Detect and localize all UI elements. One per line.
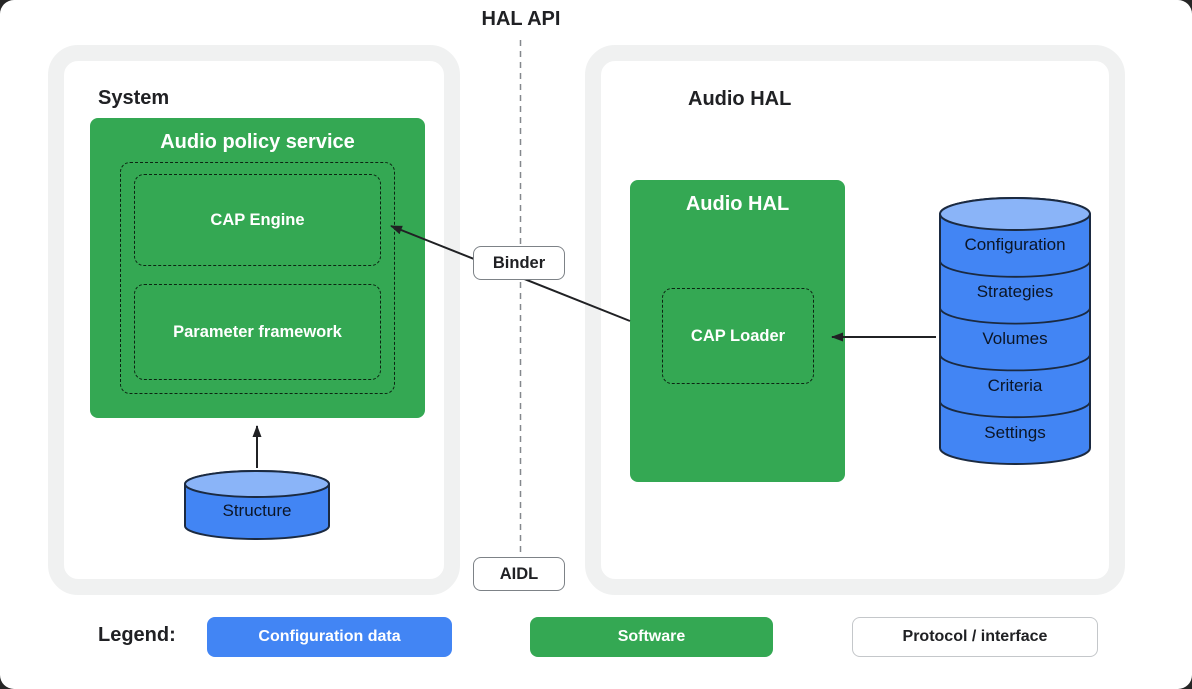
- system-label: System: [98, 87, 170, 109]
- aidl-badge: AIDL: [473, 557, 565, 591]
- db-segment-configuration: Configuration: [964, 235, 1065, 254]
- audio-policy-service-title: Audio policy service: [160, 131, 355, 153]
- config-database-cylinder: Configuration Strategies Volumes Criteri…: [939, 197, 1091, 465]
- legend-protocol-label: Protocol / interface: [902, 628, 1048, 645]
- cap-loader-label: CAP Loader: [690, 326, 786, 345]
- cap-engine-label: CAP Engine: [210, 210, 305, 229]
- db-segment-criteria: Criteria: [988, 376, 1043, 395]
- legend-software-label: Software: [617, 628, 686, 645]
- structure-cylinder: Structure: [184, 470, 330, 540]
- cap-engine-box: CAP Engine: [134, 174, 381, 266]
- parameter-framework-box: Parameter framework: [134, 284, 381, 380]
- legend-config-label: Configuration data: [258, 628, 401, 645]
- binder-label: Binder: [492, 253, 546, 272]
- structure-label: Structure: [223, 501, 292, 520]
- legend-software-pill: Software: [530, 617, 773, 657]
- audio-hal-box-title: Audio HAL: [685, 193, 790, 215]
- audio-hal-label: Audio HAL: [688, 88, 792, 110]
- legend-label: Legend:: [98, 624, 176, 646]
- audio-hal-box: Audio HAL CAP Loader: [630, 180, 845, 482]
- audio-policy-service-box: Audio policy service CAP Engine Paramete…: [90, 118, 425, 418]
- db-segment-settings: Settings: [984, 423, 1045, 442]
- parameter-framework-label: Parameter framework: [173, 322, 342, 341]
- db-segment-volumes: Volumes: [982, 329, 1047, 348]
- cap-loader-box: CAP Loader: [662, 288, 814, 384]
- binder-badge: Binder: [473, 246, 565, 280]
- db-segment-strategies: Strategies: [977, 282, 1054, 301]
- aidl-label: AIDL: [499, 564, 539, 583]
- legend-protocol-pill: Protocol / interface: [852, 617, 1098, 657]
- hal-api-title: HAL API: [481, 8, 561, 30]
- legend-config-pill: Configuration data: [207, 617, 452, 657]
